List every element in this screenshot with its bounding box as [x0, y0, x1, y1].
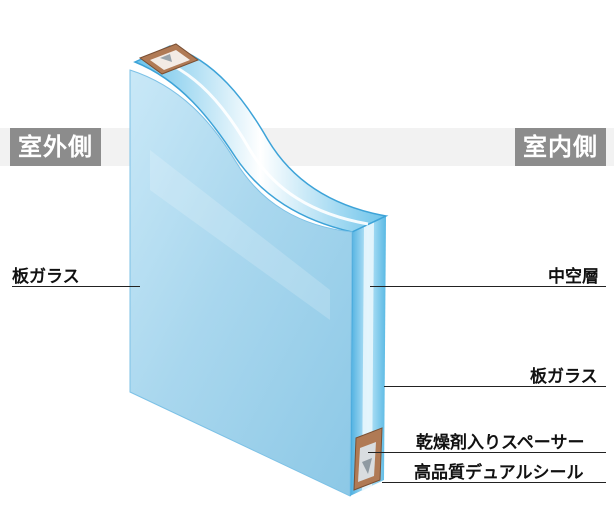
inner-pane-leader — [384, 386, 606, 387]
exterior-side-label: 室外側 — [10, 128, 101, 166]
header-band — [0, 128, 614, 166]
air-layer-label: 中空層 — [548, 267, 599, 287]
outer-pane-label: 板ガラス — [12, 267, 80, 287]
seal-leader — [382, 482, 606, 483]
seal-label: 高品質デュアルシール — [414, 463, 584, 483]
glass-reflection — [150, 150, 330, 320]
inner-pane-label: 板ガラス — [530, 367, 598, 387]
spacer-leader — [368, 452, 606, 453]
outer-pane-leader — [12, 286, 140, 287]
outer-glass-pane — [129, 69, 353, 497]
air-layer-leader — [370, 286, 606, 287]
top-spacer — [138, 43, 200, 75]
bottom-spacer — [353, 427, 383, 491]
interior-side-label: 室内側 — [515, 128, 606, 166]
spacer-label: 乾燥剤入りスペーサー — [416, 433, 585, 453]
glass-top-cut — [133, 45, 389, 233]
